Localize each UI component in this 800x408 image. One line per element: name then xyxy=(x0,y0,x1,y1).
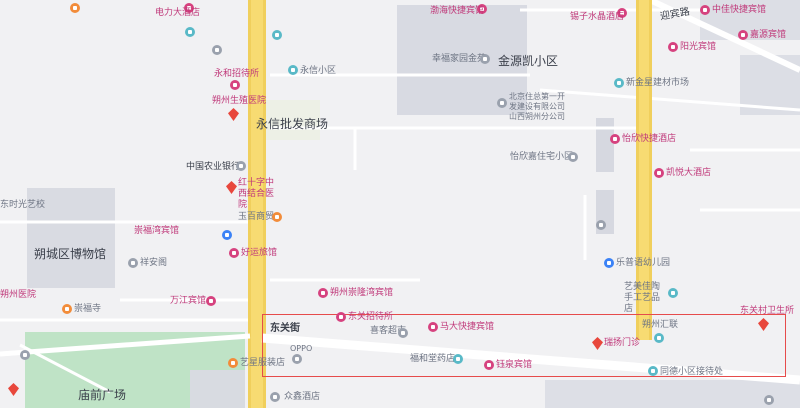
poi-label[interactable]: 新金星建材市场 xyxy=(626,78,690,88)
store-icon[interactable] xyxy=(292,354,302,364)
area-label-temple-square: 庙前广场 xyxy=(78,388,127,402)
poi-label[interactable]: 怡欣快捷酒店 xyxy=(622,134,677,144)
hotel-pin-icon[interactable] xyxy=(738,30,748,40)
poi-label[interactable]: 玉百商贸 xyxy=(238,212,275,222)
poi-label[interactable]: 马大快捷宾馆 xyxy=(440,322,495,332)
hotel-pin-icon[interactable] xyxy=(617,8,627,18)
shop-icon[interactable] xyxy=(272,212,282,222)
hotel-pin-icon[interactable] xyxy=(318,288,328,298)
clinic-icon[interactable] xyxy=(592,337,603,350)
poi-label[interactable]: 众鑫酒店 xyxy=(284,392,321,402)
poi-pin-icon[interactable] xyxy=(648,366,658,376)
clinic-icon[interactable] xyxy=(758,318,769,331)
poi-pin-icon[interactable] xyxy=(272,30,282,40)
temple-icon[interactable] xyxy=(62,304,72,314)
hotel-pin-icon[interactable] xyxy=(230,80,240,90)
hotel-pin-icon[interactable] xyxy=(654,168,664,178)
poi-label[interactable]: 东关招待所 xyxy=(348,312,394,322)
poi-label[interactable]: 北京住总第一开发建设有限公司山西朔州分公司 xyxy=(509,92,565,121)
poi-label[interactable]: 朔州生殖医院 xyxy=(212,96,267,106)
poi-pin-icon[interactable] xyxy=(20,350,30,360)
company-icon[interactable] xyxy=(497,98,507,108)
hotel-pin-icon[interactable] xyxy=(336,312,346,322)
poi-label[interactable]: 艺星服装店 xyxy=(240,358,286,368)
poi-pin-icon[interactable] xyxy=(596,220,606,230)
poi-label[interactable]: 红十字中西结合医院 xyxy=(238,178,275,210)
poi-label[interactable]: 阳光宾馆 xyxy=(680,42,717,52)
hospital-icon[interactable] xyxy=(228,108,239,121)
poi-label[interactable]: 幸福家园金苑 xyxy=(432,54,487,64)
poi-label[interactable]: 万江宾馆 xyxy=(170,296,207,306)
poi-label[interactable]: 中佳快捷宾馆 xyxy=(712,5,767,15)
poi-pin-icon[interactable] xyxy=(654,333,664,343)
poi-label[interactable]: OPPO xyxy=(290,344,313,353)
poi-label[interactable]: 电力大酒店 xyxy=(155,8,201,18)
poi-label[interactable]: 艺美佳陶手工艺品店 xyxy=(624,282,661,314)
hotel-pin-icon[interactable] xyxy=(428,322,438,332)
selection-highlight-box xyxy=(262,314,786,377)
poi-label[interactable]: 永和招待所 xyxy=(214,69,260,79)
poi-label[interactable]: 钰泉宾馆 xyxy=(496,360,533,370)
kindergarten-icon[interactable] xyxy=(604,258,614,268)
hotel-pin-icon[interactable] xyxy=(184,3,194,13)
clinic-icon[interactable] xyxy=(8,383,19,396)
poi-label[interactable]: 朔州医院 xyxy=(0,290,37,300)
poi-pin-icon[interactable] xyxy=(185,27,195,37)
poi-label[interactable]: 喜客超市 xyxy=(370,326,407,336)
area-label-jinyuankai: 金源凯小区 xyxy=(498,54,559,68)
area-label-museum: 朔城区博物馆 xyxy=(34,247,107,261)
poi-label[interactable]: 中国农业银行 xyxy=(186,162,241,172)
road-label-dongguan: 东关街 xyxy=(270,323,300,334)
poi-label[interactable]: 好运旅馆 xyxy=(241,248,278,258)
poi-label[interactable]: 永信小区 xyxy=(300,66,337,76)
bank-icon[interactable] xyxy=(236,161,246,171)
poi-label[interactable]: 崇福湾宾馆 xyxy=(134,226,180,236)
poi-label[interactable]: 东关村卫生所 xyxy=(740,306,795,316)
poi-pin-icon[interactable] xyxy=(480,54,490,64)
poi-pin-icon[interactable] xyxy=(270,392,280,402)
poi-label[interactable]: 祥安阁 xyxy=(140,258,168,268)
poi-pin-icon[interactable] xyxy=(614,78,624,88)
poi-pin-icon[interactable] xyxy=(568,152,578,162)
poi-label[interactable]: 乐普语幼儿园 xyxy=(616,258,671,268)
hotel-pin-icon[interactable] xyxy=(700,5,710,15)
poi-label[interactable]: 渤海快捷宾馆 xyxy=(430,6,485,16)
hotel-pin-icon[interactable] xyxy=(484,360,494,370)
poi-pin-icon[interactable] xyxy=(128,258,138,268)
atm-icon[interactable] xyxy=(222,230,232,240)
poi-pin-icon[interactable] xyxy=(70,3,80,13)
poi-label[interactable]: 崇福寺 xyxy=(74,304,102,314)
poi-label[interactable]: 福和堂药店 xyxy=(410,354,456,364)
hotel-pin-icon[interactable] xyxy=(229,248,239,258)
shop-icon[interactable] xyxy=(228,358,238,368)
poi-pin-icon[interactable] xyxy=(288,65,298,75)
hospital-icon[interactable] xyxy=(226,181,237,194)
poi-label[interactable]: 同德小区接待处 xyxy=(660,367,724,377)
poi-label[interactable]: 东时光艺校 xyxy=(0,200,46,210)
poi-pin-icon[interactable] xyxy=(668,288,678,298)
hotel-pin-icon[interactable] xyxy=(610,134,620,144)
poi-label[interactable]: 锡子水晶酒店 xyxy=(570,12,625,22)
toilet-icon[interactable] xyxy=(212,45,222,55)
hotel-pin-icon[interactable] xyxy=(668,42,678,52)
shop-icon[interactable] xyxy=(398,328,408,338)
poi-label[interactable]: 嘉源宾馆 xyxy=(750,30,787,40)
area-label-yongxin-market: 永信批发商场 xyxy=(256,117,329,131)
poi-label[interactable]: 怡欣嘉住宅小区 xyxy=(510,152,574,162)
poi-label[interactable]: 朔州崇隆湾宾馆 xyxy=(330,288,394,298)
hotel-pin-icon[interactable] xyxy=(477,4,487,14)
hotel-pin-icon[interactable] xyxy=(206,296,216,306)
poi-pin-icon[interactable] xyxy=(764,395,774,405)
pharmacy-icon[interactable] xyxy=(453,354,463,364)
poi-label[interactable]: 瑞扬门诊 xyxy=(604,338,641,348)
poi-label[interactable]: 凯悦大酒店 xyxy=(666,168,712,178)
poi-label[interactable]: 朔州汇联 xyxy=(642,320,679,330)
